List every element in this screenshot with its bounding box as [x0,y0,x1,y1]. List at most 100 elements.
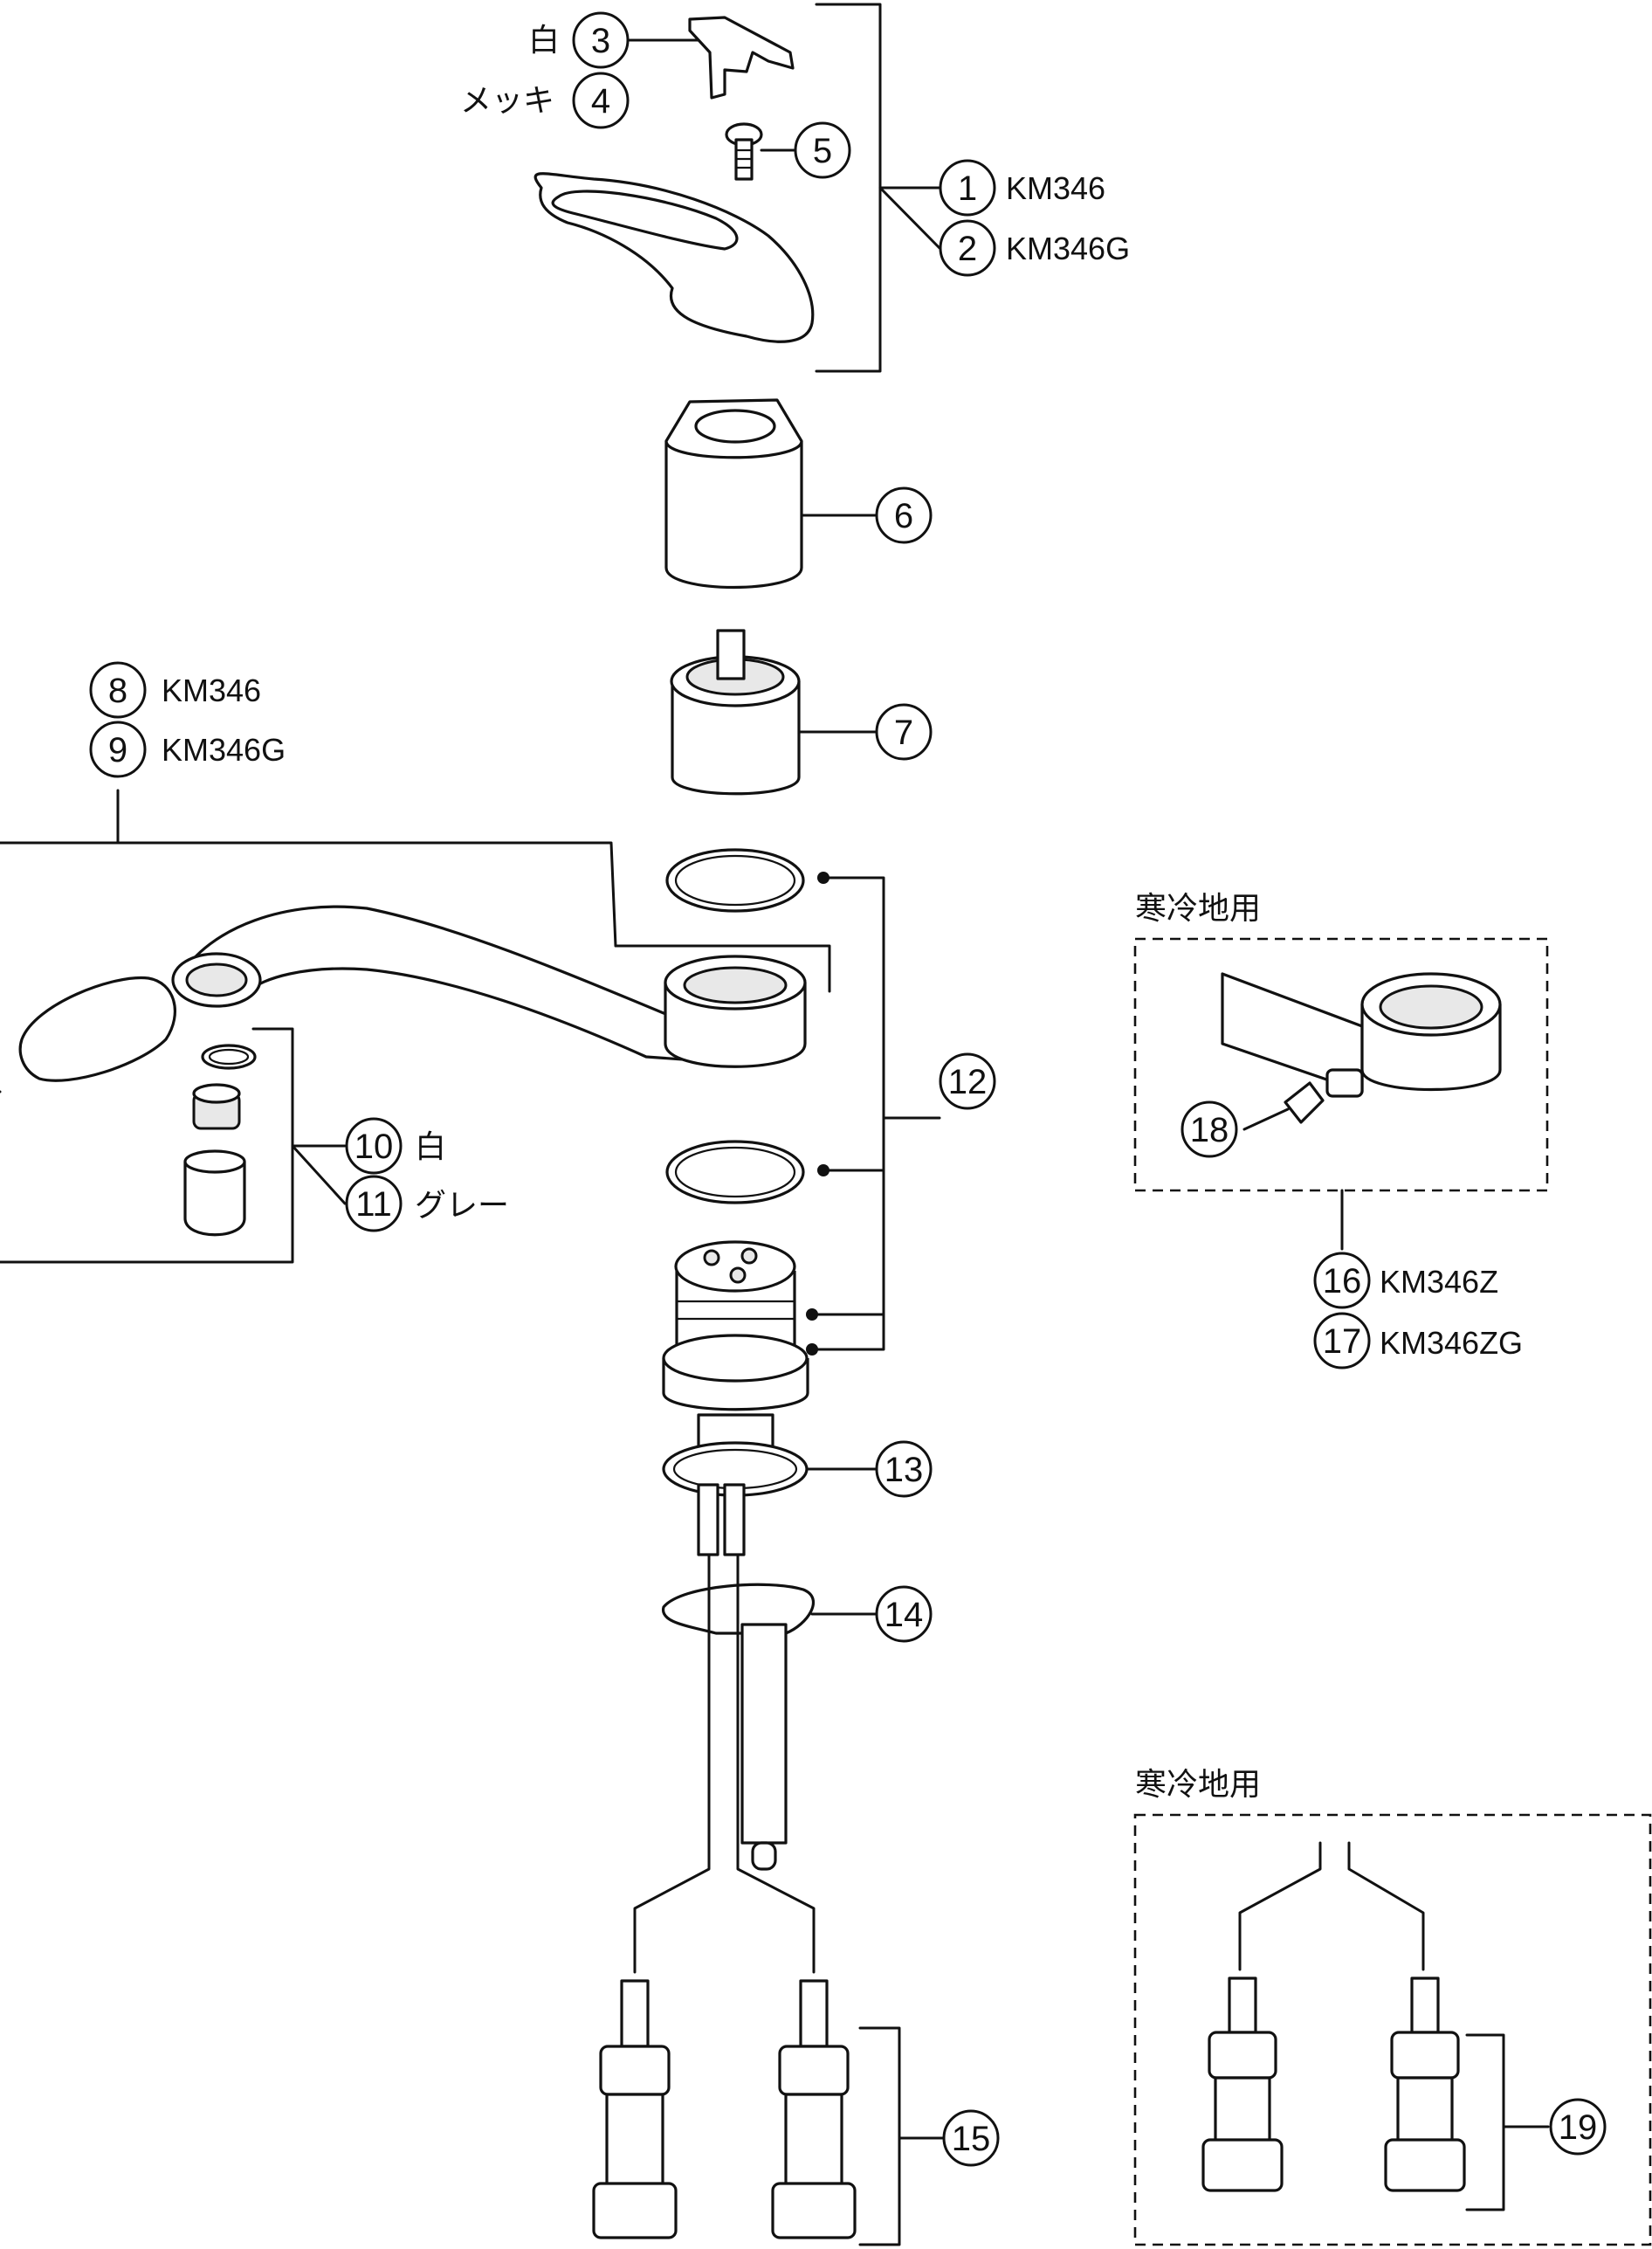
callout-19: 19 [1549,2098,1607,2156]
callout-circle [875,486,933,544]
label-9: KM346G [162,732,286,768]
callout-8: 8 [89,661,147,719]
callout-number: 17 [1323,1322,1362,1361]
callout-number: 6 [894,497,913,535]
drain-plug-part [1242,1081,1325,1131]
callout-number: 16 [1323,1262,1362,1300]
callout-number: 19 [1559,2108,1598,2147]
label-10: 白 [415,1129,446,1165]
callout-number: 4 [591,82,610,121]
bracket-19 [1465,2033,1550,2211]
label-4: メッキ [460,83,554,119]
bracket-15 [858,2026,945,2246]
callout-13: 13 [875,1440,933,1498]
pipe-right [723,1483,746,1556]
callout-circle [345,1175,403,1232]
aerator-parts [183,1044,257,1237]
callout-7: 7 [875,703,933,761]
cold-hose-fitting-left [1201,1976,1284,2192]
callout-circle [1180,1100,1238,1158]
callout-number: 7 [894,714,913,752]
callout-circle [572,72,630,129]
hose-right-line [736,1553,816,1974]
callout-4: 4 [572,72,630,129]
callout-number: 1 [958,169,977,208]
label-8: KM346 [162,673,261,708]
callout-circle [345,1117,403,1175]
lever-handle-part [533,172,815,343]
callout-circle [939,219,996,277]
hose-left-line [633,1553,711,1974]
callout-number: 14 [885,1596,924,1634]
leader-11 [291,1144,347,1205]
callout-10: 10 [345,1117,403,1175]
callout-number: 3 [591,22,610,60]
cold-region-title-bottom: 寒冷地用 [1135,1767,1261,1803]
callout-circle [1549,2098,1607,2156]
label-11: グレー [415,1188,509,1224]
fixing-plate-part [662,1583,878,1871]
callout-number: 8 [108,672,127,710]
callout-circle [89,661,147,719]
callout-17: 17 [1313,1312,1371,1369]
callout-circle [1313,1252,1371,1309]
callout-9: 9 [89,721,147,778]
cold-hose-lines [1238,1841,1425,1971]
cartridge-part [670,629,878,796]
hose-fitting-left [592,1979,678,2239]
callout-number: 9 [108,731,127,769]
callout-6: 6 [875,486,933,544]
cold-spout-part [1221,972,1502,1098]
handle-cap-part [626,16,795,100]
callout-circle [875,703,933,761]
callout-circle [875,1440,933,1498]
label-16: KM346Z [1380,1264,1498,1300]
callout-number: 12 [948,1063,988,1101]
callout-number: 11 [355,1185,392,1224]
o-ring-upper [665,848,805,913]
spout-cover-part [18,976,176,1082]
cold-hose-fitting-right [1384,1976,1466,2192]
callout-12: 12 [939,1052,996,1110]
o-ring-middle-inner [674,1146,796,1198]
callout-number: 13 [885,1451,924,1489]
label-1: KM346 [1006,170,1105,206]
callout-1: 1 [939,159,996,217]
callout-3: 3 [572,11,630,69]
o-ring-middle [665,1140,805,1204]
callout-circle [572,11,630,69]
callout-number: 15 [952,2120,991,2158]
callout-circle [794,121,851,179]
spout-part [171,905,807,1068]
leader-2 [878,186,941,250]
callout-14: 14 [875,1585,933,1643]
callout-number: 18 [1190,1111,1229,1149]
cold-region-title-top: 寒冷地用 [1135,891,1261,927]
callout-number: 2 [958,230,977,268]
o-ring-upper-inner [674,854,796,907]
callout-circle [875,1585,933,1643]
callout-circle [1313,1312,1371,1369]
label-17: KM346ZG [1380,1325,1523,1361]
screw-part [725,122,798,181]
callout-15: 15 [942,2109,1000,2167]
hose-fitting-right [771,1979,857,2239]
callout-number: 5 [813,132,832,170]
pipe-left [697,1483,719,1556]
valve-body-part [662,1240,809,1465]
callout-16: 16 [1313,1252,1371,1309]
label-3: 白 [528,23,560,59]
callout-circle [942,2109,1000,2167]
callout-18: 18 [1180,1100,1238,1158]
callout-11: 11 [345,1175,403,1232]
callout-number: 10 [354,1128,394,1166]
handle-bracket [815,3,882,373]
callout-5: 5 [794,121,851,179]
callout-circle [89,721,147,778]
bracket-12 [810,876,941,1351]
handle-sleeve-part [664,398,878,590]
callout-circle [939,159,996,217]
